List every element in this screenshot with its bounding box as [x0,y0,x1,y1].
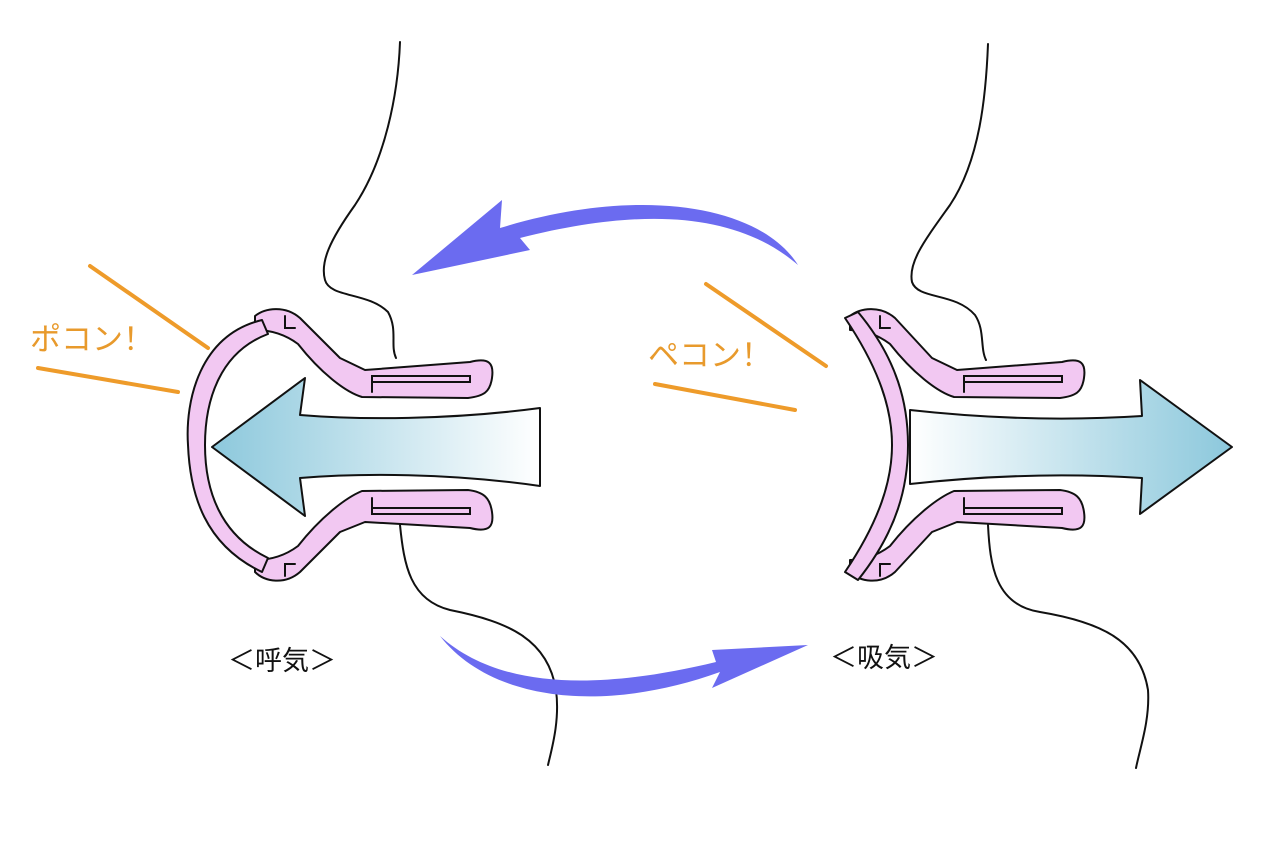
device-lower-tab-left [284,563,296,577]
curved-arrow-right-icon [440,636,808,697]
device-lower-left [254,489,494,582]
exhale-caption: ＜呼気＞ [228,646,336,677]
device-upper-slot-right [963,375,1063,383]
chin-profile-right [987,524,1150,769]
device-lower-slot-right [963,507,1063,515]
sound-line-1-right [704,282,828,368]
valve-membrane-left [186,319,269,573]
inhale-figure: ペコン！ ＜吸気＞ [648,43,1233,769]
exhale-figure: ポコン！ ＜呼気＞ [30,41,559,766]
sound-line-2-left [36,366,180,394]
sound-effect-exhale: ポコン！ [30,322,154,358]
device-lower-right [849,489,1086,582]
sound-line-1-left [88,264,210,350]
sound-effect-inhale: ペコン！ [648,338,772,374]
device-upper-left [254,308,494,399]
chin-profile-left [399,524,559,766]
valve-membrane-right [844,311,909,581]
curved-arrow-left-icon [412,200,798,275]
airflow-arrow-exhale [211,377,541,517]
face-profile-right [910,43,989,361]
device-lower-tab-right [879,563,891,577]
airflow-arrow-inhale [909,379,1233,515]
device-upper-tab-left [284,315,296,329]
inhale-caption: ＜吸気＞ [830,643,938,674]
device-upper-slot-left [371,375,471,383]
face-profile-left [322,41,401,359]
device-upper-tab-right [879,315,891,329]
sound-line-2-right [653,382,797,412]
device-lower-slot-left [371,507,471,515]
